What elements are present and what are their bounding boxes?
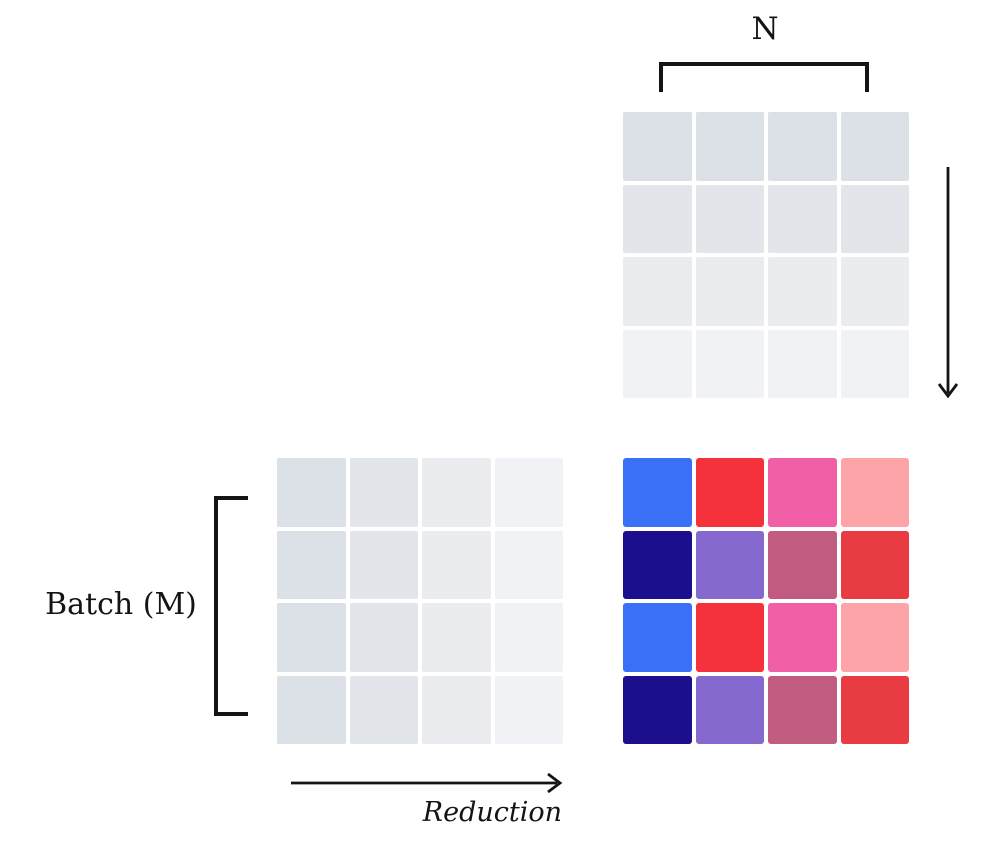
matrix-cell — [494, 458, 563, 527]
n-dimension-bracket — [659, 62, 869, 92]
matrix-cell — [623, 184, 692, 253]
matrix-cell — [840, 329, 909, 398]
matrix-cell — [695, 184, 764, 253]
matrix-cell — [349, 530, 418, 599]
matrix-cell — [277, 603, 346, 672]
matrix-cell — [422, 603, 491, 672]
down-arrow-icon — [937, 167, 959, 399]
reduction-axis-label: Reduction — [422, 797, 562, 828]
batch-m-bracket — [214, 496, 248, 716]
matrix-cell — [840, 530, 909, 599]
matrix-cell — [277, 675, 346, 744]
matrix-cell — [277, 530, 346, 599]
matrix-cell — [695, 458, 764, 527]
matrix-cell — [422, 530, 491, 599]
right-arrow-icon — [291, 772, 563, 794]
matrix-cell — [494, 530, 563, 599]
matrix-cell — [695, 603, 764, 672]
matrix-cell — [768, 603, 837, 672]
matrix-cell — [349, 603, 418, 672]
matrix-cell — [494, 603, 563, 672]
matrix-cell — [695, 530, 764, 599]
matrix-cell — [840, 675, 909, 744]
matrix-cell — [768, 530, 837, 599]
batch-m-label: Batch (M) — [45, 587, 197, 622]
matrix-cell — [768, 329, 837, 398]
matrix-cell — [277, 458, 346, 527]
matrix-cell — [768, 458, 837, 527]
matrix-cell — [494, 675, 563, 744]
matrix-cell — [840, 458, 909, 527]
matrix-cell — [422, 675, 491, 744]
matrix-cell — [422, 458, 491, 527]
top-operand-matrix — [623, 112, 909, 398]
matrix-cell — [623, 603, 692, 672]
matrix-cell — [840, 184, 909, 253]
matrix-cell — [695, 675, 764, 744]
matrix-cell — [840, 112, 909, 181]
matrix-cell — [768, 184, 837, 253]
matrix-cell — [349, 458, 418, 527]
n-dimension-label: N — [751, 11, 779, 47]
matrix-cell — [623, 530, 692, 599]
matrix-cell — [840, 257, 909, 326]
matrix-cell — [623, 458, 692, 527]
matrix-cell — [768, 257, 837, 326]
matrix-cell — [623, 257, 692, 326]
matrix-cell — [349, 675, 418, 744]
left-operand-matrix — [277, 458, 563, 744]
matrix-cell — [695, 329, 764, 398]
matrix-cell — [623, 112, 692, 181]
output-matrix — [623, 458, 909, 744]
matrix-cell — [695, 112, 764, 181]
matrix-cell — [695, 257, 764, 326]
matrix-cell — [768, 112, 837, 181]
matrix-cell — [768, 675, 837, 744]
matrix-cell — [840, 603, 909, 672]
matrix-cell — [623, 329, 692, 398]
matrix-cell — [623, 675, 692, 744]
